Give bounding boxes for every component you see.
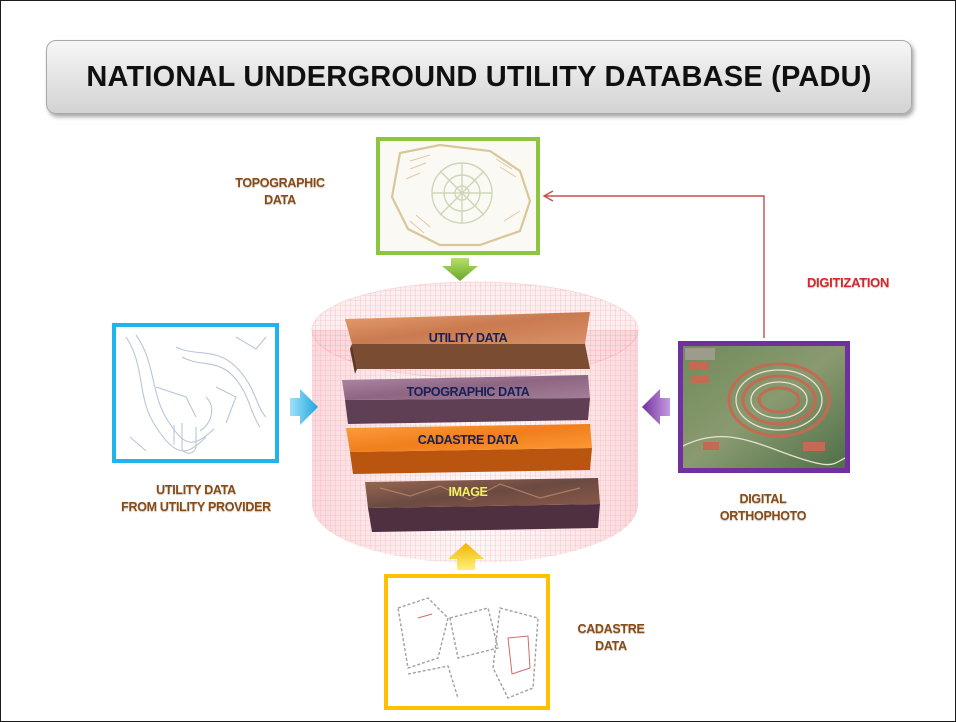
digitization-label: DIGITIZATION — [788, 274, 908, 291]
digitization-connector — [542, 190, 765, 338]
cadastre-map-thumbnail — [384, 574, 550, 710]
layer-label-topographic: TOPOGRAPHIC DATA — [407, 385, 530, 399]
layer-utility: UTILITY DATA — [345, 312, 590, 374]
utility-data-label-text: UTILITY DATA FROM UTILITY PROVIDER — [121, 483, 271, 514]
cadastre-data-label-text: CADASTRE DATA — [577, 622, 645, 653]
utility-map-thumbnail — [112, 323, 279, 463]
topographic-data-label-text: TOPOGRAPHIC DATA — [235, 176, 325, 207]
layer-cadastre: CADASTRE DATA — [346, 424, 592, 474]
title-banner: NATIONAL UNDERGROUND UTILITY DATABASE (P… — [46, 40, 912, 114]
page-title: NATIONAL UNDERGROUND UTILITY DATABASE (P… — [86, 60, 872, 93]
orthophoto-arrow — [642, 389, 670, 425]
orthophoto-thumbnail — [678, 341, 850, 473]
digital-orthophoto-label-text: DIGITAL ORTHOPHOTO — [719, 492, 807, 523]
topographic-data-label: TOPOGRAPHIC DATA — [232, 175, 328, 209]
digitization-label-text: DIGITIZATION — [806, 275, 890, 290]
topographic-arrow — [442, 258, 478, 281]
layer-label-utility: UTILITY DATA — [429, 331, 508, 345]
utility-data-label: UTILITY DATA FROM UTILITY PROVIDER — [110, 482, 282, 516]
cadastre-arrow — [448, 543, 484, 570]
layer-topographic: TOPOGRAPHIC DATA — [342, 375, 590, 424]
utility-arrow — [290, 389, 318, 425]
layer-label-image: IMAGE — [449, 485, 488, 499]
layer-label-cadastre: CADASTRE DATA — [418, 433, 519, 447]
cadastre-data-label: CADASTRE DATA — [576, 621, 646, 655]
topographic-map-thumbnail — [376, 137, 540, 255]
digital-orthophoto-label: DIGITAL ORTHOPHOTO — [708, 491, 818, 525]
layer-image: IMAGE — [365, 478, 600, 532]
